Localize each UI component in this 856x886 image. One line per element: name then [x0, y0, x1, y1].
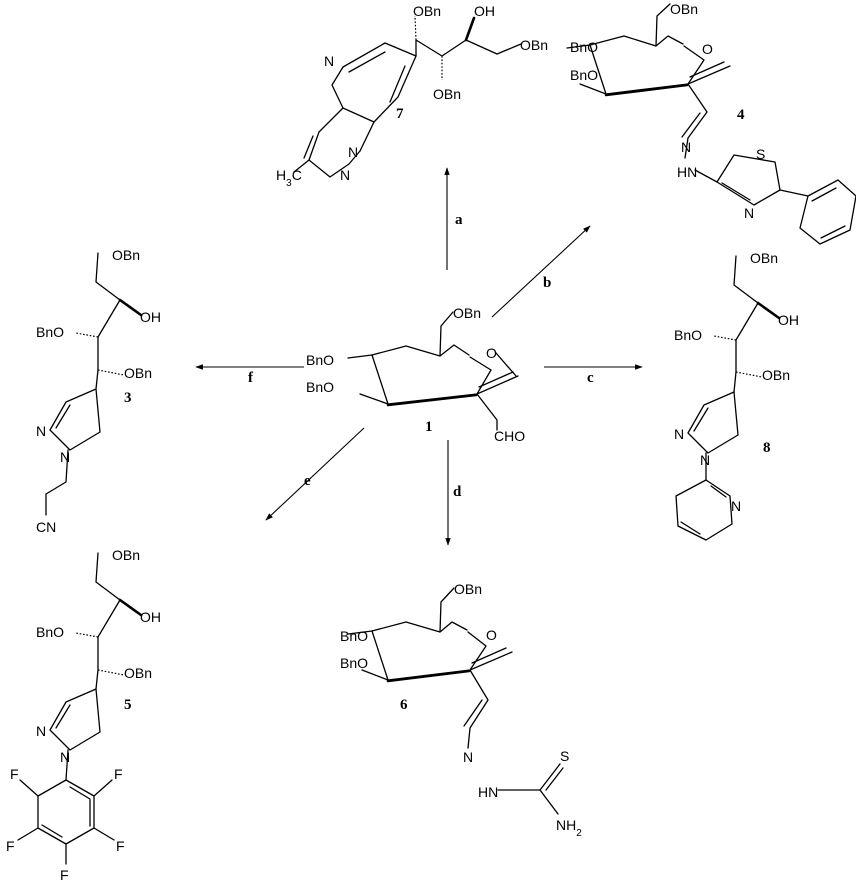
c8-oh: OH: [778, 312, 799, 328]
c4-ring-o: O: [702, 41, 713, 57]
compound-4-label: 4: [737, 107, 745, 123]
c4-hn: HN: [677, 164, 697, 180]
c4-bno-1: BnO: [570, 39, 598, 55]
c5-f-1: F: [10, 766, 19, 782]
compound-3: OBn OH BnO OBn N N CN 3: [36, 247, 161, 535]
step-f-label: f: [248, 370, 254, 386]
c5-n2: N: [60, 749, 70, 765]
c3-bno: BnO: [36, 324, 64, 340]
c4-bno-2: BnO: [570, 67, 598, 83]
c8-pyridine-n: N: [731, 498, 741, 514]
c6-bno-2: BnO: [340, 655, 368, 671]
step-b-label: b: [543, 275, 551, 291]
c5-oh: OH: [140, 609, 161, 625]
c5-f-5: F: [60, 867, 69, 883]
compound-3-label: 3: [124, 390, 132, 406]
compound-1-label: 1: [425, 419, 433, 435]
c4-n: N: [681, 139, 691, 155]
compound-1: OBn O BnO BnO CHO 1: [306, 305, 525, 444]
c5-obn-1: OBn: [112, 547, 140, 563]
step-d-label: d: [453, 484, 462, 500]
c6-n: N: [463, 749, 473, 765]
c6-bno-1: BnO: [340, 628, 368, 644]
c4-s: S: [756, 146, 765, 162]
c7-obn-1: OBn: [413, 3, 441, 19]
c6-nh2: NH2: [556, 817, 582, 839]
compound-7: OBn OH OBn OBn N N N H3C 7: [276, 3, 548, 189]
c1-obn-label: OBn: [453, 305, 481, 321]
c5-n1: N: [36, 723, 46, 739]
c8-obn-2: OBn: [762, 367, 790, 383]
c3-obn-1: OBn: [112, 247, 140, 263]
c1-bno-2: BnO: [306, 379, 334, 395]
reaction-arrows: a b c d e f: [195, 167, 643, 546]
c8-obn-1: OBn: [750, 250, 778, 266]
c3-n1: N: [36, 423, 46, 439]
c7-obn-3: OBn: [433, 86, 461, 102]
c3-oh: OH: [140, 309, 161, 325]
c7-oh: OH: [474, 3, 495, 19]
step-e-label: e: [304, 473, 311, 489]
compound-4: OBn O BnO BnO N HN S N 4: [566, 1, 856, 245]
c5-bno: BnO: [36, 624, 64, 640]
c3-obn-2: OBn: [124, 365, 152, 381]
c6-obn: OBn: [454, 581, 482, 597]
c3-cn: CN: [36, 519, 56, 535]
c5-f-4: F: [116, 838, 125, 854]
c3-n2: N: [60, 449, 70, 465]
c5-obn-2: OBn: [124, 665, 152, 681]
c7-n3: N: [340, 167, 350, 183]
compound-7-label: 7: [396, 106, 404, 122]
c8-bno: BnO: [674, 327, 702, 343]
compound-8: OBn OH BnO OBn N N N 8: [674, 250, 799, 541]
c1-cho-label: CHO: [494, 428, 525, 444]
arrow-b: [491, 225, 591, 318]
c7-methyl: H3C: [276, 167, 302, 189]
c6-s: S: [560, 748, 569, 764]
c1-ring-o: O: [486, 345, 497, 361]
c4-thiazole-n: N: [744, 205, 754, 221]
compound-6-label: 6: [400, 697, 408, 713]
c7-obn-2: OBn: [520, 37, 548, 53]
c7-n1: N: [324, 53, 334, 69]
c5-f-3: F: [6, 838, 15, 854]
compound-6: OBn O BnO BnO N HN S NH2 6: [340, 581, 582, 839]
c6-hn: HN: [478, 784, 498, 800]
c7-n2: N: [348, 144, 358, 160]
c8-n1: N: [674, 426, 684, 442]
compound-5: OBn OH BnO OBn N N F F F F F 5: [6, 547, 161, 883]
c4-obn: OBn: [670, 1, 698, 17]
c6-ring-o: O: [486, 627, 497, 643]
compound-8-label: 8: [763, 440, 771, 456]
c1-bno-1: BnO: [306, 352, 334, 368]
step-c-label: c: [587, 370, 594, 386]
arrow-e: [265, 427, 365, 521]
compound-5-label: 5: [124, 697, 132, 713]
step-a-label: a: [455, 212, 463, 228]
c5-f-2: F: [114, 766, 123, 782]
c8-n2: N: [700, 452, 710, 468]
